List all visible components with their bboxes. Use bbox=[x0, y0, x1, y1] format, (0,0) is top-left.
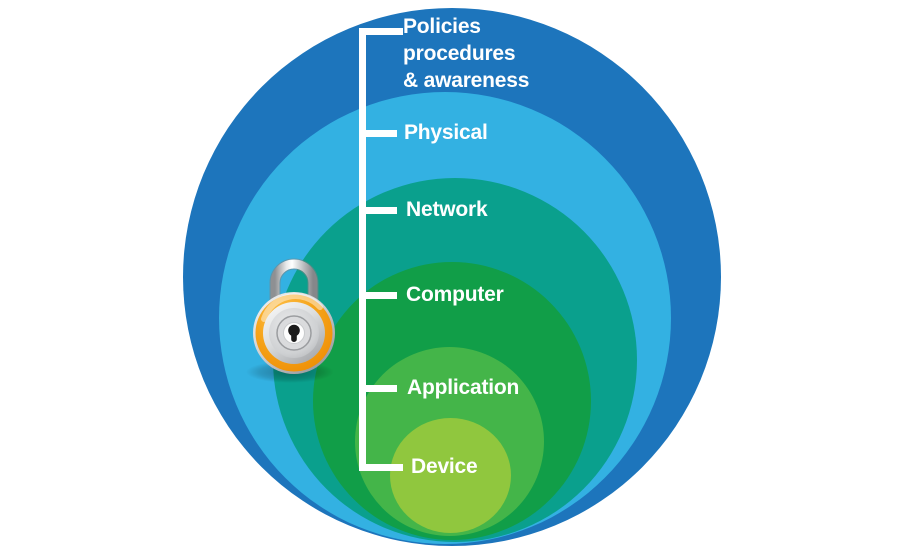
layer-label-computer: Computer bbox=[406, 283, 504, 306]
connector-tick-device bbox=[359, 464, 403, 471]
layer-label-policies: Policies procedures & awareness bbox=[403, 15, 530, 92]
connector-tick-network bbox=[359, 207, 397, 214]
layer-label-application: Application bbox=[407, 376, 520, 399]
layer-label-physical: Physical bbox=[404, 121, 488, 144]
layer-circle-device bbox=[390, 418, 511, 533]
connector-vertical-line bbox=[359, 28, 366, 471]
connector-tick-computer bbox=[359, 292, 397, 299]
connector-tick-physical bbox=[359, 130, 397, 137]
connector-tick-application bbox=[359, 385, 397, 392]
layer-label-device: Device bbox=[411, 455, 478, 478]
padlock-icon bbox=[246, 258, 335, 383]
connector-tick-policies bbox=[359, 28, 403, 35]
layer-label-network: Network bbox=[406, 198, 488, 221]
